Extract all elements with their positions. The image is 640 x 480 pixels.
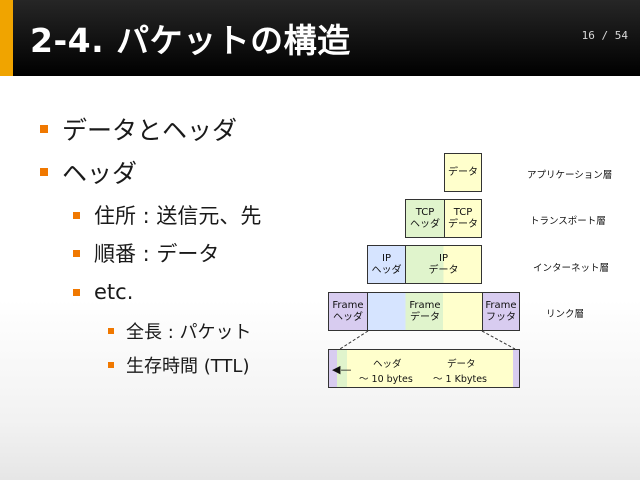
data-label: データ: [447, 359, 476, 370]
data-size: ～ 1 Kbytes: [433, 374, 487, 385]
bullet-text: データとヘッダ: [62, 116, 238, 145]
page-number: 16 / 54: [581, 29, 628, 42]
bullet-marker: [40, 125, 48, 133]
header-label: ヘッダ: [373, 359, 402, 370]
frame-header-box: Frame ヘッダ: [328, 292, 368, 331]
bullet-marker: [73, 249, 80, 257]
layer-label-internet: インターネット層: [533, 263, 610, 274]
frame-data-box: Frame データ: [367, 292, 483, 331]
tcp-data-box: TCP データ: [444, 199, 482, 238]
bullet-data-and-header: データとヘッダ: [40, 111, 237, 147]
bullet-address: 住所 : 送信元、先: [73, 200, 261, 230]
frame-footer-box: Frame フッタ: [482, 292, 520, 331]
zoom-lines: [339, 330, 516, 350]
bullet-marker: [73, 288, 80, 296]
bullet-total-length: 全長 : パケット: [108, 318, 252, 344]
bullet-marker: [40, 168, 48, 176]
ip-header-box: IP ヘッダ: [367, 245, 406, 284]
bullet-text: ヘッダ: [62, 159, 138, 188]
bullet-text: etc.: [94, 280, 134, 304]
bullet-text: 全長 : パケット: [126, 322, 252, 343]
bullet-header: ヘッダ: [40, 154, 137, 190]
header-size: ～ 10 bytes: [359, 374, 413, 385]
bullet-marker: [108, 362, 114, 368]
slide-title: 2-4. パケットの構造: [30, 21, 351, 60]
bullet-marker: [73, 211, 80, 219]
bullet-text: 住所 : 送信元、先: [94, 204, 262, 228]
frame-detail-box: ◀— ヘッダ ～ 10 bytes データ ～ 1 Kbytes: [328, 349, 520, 388]
layer-label-application: アプリケーション層: [527, 170, 613, 181]
app-data-box: データ: [444, 153, 482, 192]
bullet-etc: etc.: [73, 280, 133, 304]
bullet-text: 順番 : データ: [94, 242, 220, 266]
title-accent-bar: [0, 0, 13, 76]
bullet-text: 生存時間 (TTL): [126, 356, 250, 377]
bullet-ttl: 生存時間 (TTL): [108, 352, 249, 378]
layer-label-transport: トランスポート層: [530, 216, 606, 227]
bullet-order: 順番 : データ: [73, 238, 219, 268]
tcp-header-box: TCP ヘッダ: [405, 199, 445, 238]
ip-data-box: IP データ: [405, 245, 482, 284]
bullet-marker: [108, 328, 114, 334]
layer-label-link: リンク層: [546, 309, 585, 320]
arrow-left-icon: ◀—: [332, 363, 352, 376]
title-bar: 2-4. パケットの構造 16 / 54: [0, 0, 640, 76]
